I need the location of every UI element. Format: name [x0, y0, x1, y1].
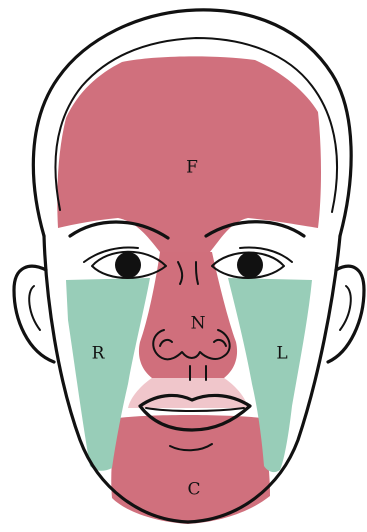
left-eye [212, 248, 292, 278]
zone-fills [57, 56, 321, 524]
left-ear-inner [340, 286, 351, 330]
right-ear-inner [29, 286, 40, 330]
label-left-cheek: L [276, 344, 287, 364]
label-forehead: F [186, 158, 198, 178]
right-eye [84, 248, 166, 278]
label-nose: N [191, 314, 206, 334]
label-chin: C [187, 480, 200, 500]
label-right-cheek: R [92, 344, 106, 364]
nose-zone [139, 252, 237, 378]
